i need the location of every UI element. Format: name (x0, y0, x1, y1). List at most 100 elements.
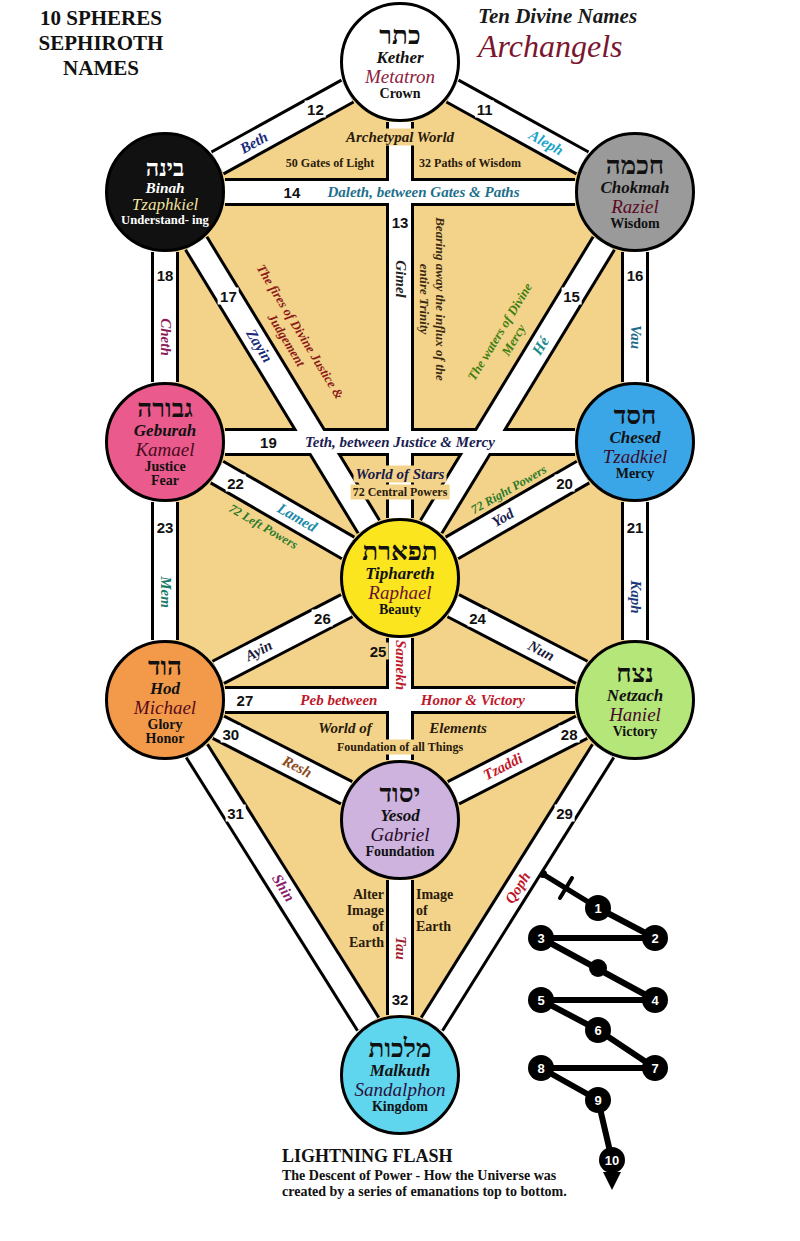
world-note: 32 Paths of Wisdom (417, 156, 523, 171)
path-band-outline (225, 428, 575, 456)
sephira-circle: תפארתTipharethRaphaelBeauty (340, 518, 460, 638)
path-band-outline (453, 606, 581, 673)
sphere-text: גבורהGeburahKamaelJustice Fear (105, 382, 225, 502)
sephira-meaning: Crown (380, 87, 421, 101)
sephira-circle: חסדChesedTzadkielMercy (575, 382, 695, 502)
hebrew-name: נצח (616, 661, 653, 687)
path-letter: Teth, between Justice & Mercy (303, 434, 497, 451)
sephira-meaning: Glory Honor (135, 718, 195, 746)
flash-number: 10 (605, 1153, 619, 1168)
path-number: 15 (561, 288, 582, 305)
path-letter: Cheth (157, 316, 174, 358)
sphere-disc (107, 384, 224, 501)
path-band (218, 606, 346, 673)
path-band (624, 502, 646, 640)
path-number: 17 (218, 288, 239, 305)
sphere-text: תפארתTipharethRaphaelBeauty (340, 518, 460, 638)
archangel-name: Kamael (135, 440, 194, 460)
sephira-circle: כתרKetherMetatronCrown (340, 2, 460, 122)
sephira-meaning: Mercy (616, 467, 655, 481)
flash-number: 5 (537, 993, 544, 1008)
hebrew-name: מלכות (369, 1036, 432, 1062)
hebrew-name: כתר (379, 23, 420, 49)
earth-note: Alter Image of Earth (334, 887, 384, 951)
path-band (154, 502, 176, 640)
path-band (197, 751, 368, 1024)
sphere-text: כתרKetherMetatronCrown (340, 2, 460, 122)
path-number: 16 (625, 266, 646, 283)
chart-heading: 10 SPHERES SEPHIROTH NAMES (6, 6, 196, 81)
sphere-disc (342, 4, 459, 121)
path-band-outline (151, 502, 179, 640)
sephira-meaning: Foundation (365, 845, 434, 859)
world-name: World of (316, 720, 373, 737)
path-band-outline (151, 252, 179, 382)
sphere-text: מלכותMalkuthSandalphonKingdom (340, 1015, 460, 1135)
world-name: Elements (427, 720, 489, 737)
path-band (624, 252, 646, 382)
sephira-circle: הודHodMichaelGlory Honor (105, 640, 225, 760)
sephira-meaning: Beauty (379, 603, 421, 617)
hebrew-name: תפארת (362, 539, 437, 565)
sephira-name: Geburah (134, 422, 196, 440)
sephira-name: Tiphareth (365, 565, 434, 583)
sephira-circle: מלכותMalkuthSandalphonKingdom (340, 1015, 460, 1135)
hebrew-name: יסוד (380, 781, 421, 807)
flash-number: 6 (594, 1023, 601, 1038)
flash-number: 3 (537, 931, 544, 946)
sephira-circle: יסודYesodGabrielFoundation (340, 760, 460, 880)
path-band (225, 431, 575, 453)
path-number: 18 (155, 266, 176, 283)
path-number: 27 (235, 692, 256, 709)
path-letter: Mem (157, 574, 174, 610)
world-name: World of Stars (354, 466, 447, 483)
sphere-text: חסדChesedTzadkielMercy (575, 382, 695, 502)
column-heading: Archangels (478, 28, 623, 65)
path-number: 19 (258, 434, 279, 451)
path-band (389, 880, 411, 1015)
flash-number: 4 (651, 993, 658, 1008)
sephira-name: Hod (150, 680, 180, 698)
path-number: 29 (554, 804, 575, 821)
path-band (432, 751, 603, 1024)
path-letter: Tau (392, 934, 409, 962)
flash-heading: LIGHTNING FLASH (282, 1146, 453, 1167)
path-band-outline (218, 91, 348, 163)
path-letter: Peb between (298, 692, 379, 709)
sephira-circle: נצחNetzachHanielVictory (575, 640, 695, 760)
sephira-name: Kether (376, 49, 423, 67)
tree-ground (165, 62, 635, 1075)
world-note: 50 Gates of Light (284, 156, 376, 171)
path-band-outline (218, 606, 346, 673)
flash-number: 9 (594, 1093, 601, 1108)
sephira-circle: חכמהChokmahRazielWisdom (575, 132, 695, 252)
sphere-disc (342, 520, 459, 637)
flash-number: 7 (651, 1061, 658, 1076)
sphere-disc (577, 134, 694, 251)
path-number: 26 (312, 610, 333, 627)
archangel-name: Gabriel (370, 825, 429, 845)
sphere-disc (342, 1017, 459, 1134)
world-note: Foundation of all Things (335, 740, 465, 755)
path-band (225, 181, 575, 203)
archangel-name: Tzaphkiel (132, 196, 198, 214)
path-band (453, 606, 581, 673)
path-band-outline (453, 91, 583, 163)
earth-note: Image of Earth (416, 887, 466, 935)
path-band (154, 252, 176, 382)
sephira-circle: גבורהGeburahKamaelJustice Fear (105, 382, 225, 502)
sephira-name: Chokmah (601, 179, 670, 197)
path-letter: Vau (627, 323, 644, 351)
path-number: 30 (220, 725, 241, 742)
hebrew-name: בינה (146, 157, 184, 180)
path-letter: Kaph (627, 578, 644, 615)
sephira-name: Netzach (607, 687, 664, 705)
path-band-outline (386, 880, 414, 1015)
hebrew-name: חסד (614, 403, 657, 429)
sephira-name: Chesed (610, 429, 661, 447)
archangel-name: Raphael (368, 583, 431, 603)
path-number: 11 (475, 100, 495, 117)
path-letter: Gimel (392, 258, 409, 300)
sephira-meaning: Justice Fear (133, 460, 197, 488)
hebrew-name: גבורה (137, 396, 193, 422)
